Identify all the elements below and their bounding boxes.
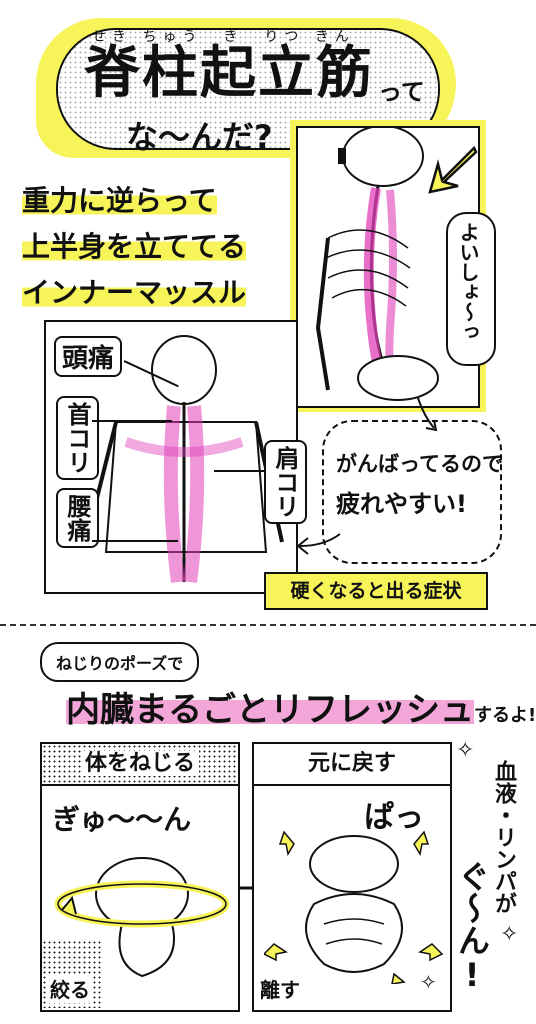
- arrow-down-left-icon: [428, 145, 478, 194]
- definition-line-3: インナーマッスル: [22, 276, 247, 309]
- fatigue-line-1: がんばってるので: [336, 452, 503, 476]
- definition-line-2: 上半身を立ててる: [22, 230, 247, 263]
- panel-left-header: 体をねじる: [42, 744, 238, 786]
- twist-body-illustration: [54, 857, 230, 978]
- symptom-waist-label: 腰痛: [56, 488, 99, 548]
- symptom-waist-text: 腰痛: [63, 494, 91, 542]
- title-furigana: せき ちゅう き りつ きん: [92, 29, 355, 45]
- line-shoulder: [214, 470, 264, 472]
- symptom-shoulder-label: 肩コリ: [264, 440, 307, 524]
- fatigue-line-2: 疲れやすい!: [336, 490, 467, 518]
- symptom-head-text: 頭痛: [62, 344, 115, 374]
- panel-right-sfx: ぱっ: [364, 800, 424, 835]
- lift-callout-bubble: [446, 212, 496, 366]
- fatigue-bubble: [322, 420, 502, 564]
- line-neck: [92, 420, 172, 422]
- twist-intro-bubble: ねじりのポーズで: [40, 642, 200, 682]
- arrow-to-skeleton-icon: [296, 533, 341, 555]
- definition-line-1: 重力に逆らって: [22, 184, 217, 217]
- twist-headline: 内臓まるごとリフレッシュするよ!: [66, 682, 536, 731]
- panel-right: 元に戻す ぱっ 離す: [252, 742, 452, 1012]
- title-suffix: って: [378, 78, 425, 106]
- panel-right-header: 元に戻す: [254, 744, 450, 786]
- back-skeleton-illustration: [84, 335, 284, 583]
- twist-headline-suffix: するよ!: [474, 705, 536, 726]
- panel-left-sfx: ぎゅ〜〜ん: [52, 803, 192, 836]
- symptom-shoulder-text: 肩コリ: [271, 446, 299, 518]
- side-note-line-1: 血液・リンパが: [491, 760, 516, 914]
- definition-text: 重力に逆らって 上半身を立ててる インナーマッスル: [22, 178, 247, 316]
- sparkle-icon: ✧: [420, 970, 437, 994]
- side-note-line-2: ぐ〜ん!: [453, 860, 491, 994]
- panel-left-footer: 絞る: [48, 974, 92, 1003]
- symptom-neck-text: 首コリ: [63, 402, 91, 474]
- section-divider: [0, 624, 536, 626]
- sparkle-icon: ✧: [500, 922, 519, 947]
- title-line2: な〜んだ?: [126, 118, 273, 156]
- symptoms-tag-text: 硬くなると出る症状: [290, 580, 462, 602]
- twist-headline-text: 内臓まるごとリフレッシュ: [66, 690, 474, 730]
- page-title: 脊柱起立筋: [84, 41, 374, 106]
- symptoms-tag: 硬くなると出る症状: [264, 572, 488, 610]
- skeleton-side-illustration: [315, 125, 439, 401]
- lift-callout-text: よいしょ〜っ: [456, 222, 480, 342]
- organs-illustration: [264, 830, 444, 984]
- panel-left: 体をねじる ぎゅ〜〜ん 絞る: [40, 742, 240, 1012]
- twist-intro-text: ねじりのポーズで: [56, 654, 184, 673]
- sparkle-icon: ✧: [456, 738, 475, 763]
- fatigue-text: がんばってるので 疲れやすい!: [336, 444, 503, 524]
- symptom-head-label: 頭痛: [54, 336, 123, 377]
- line-waist: [92, 540, 178, 542]
- panel-right-footer: 離す: [260, 978, 300, 1002]
- symptom-neck-label: 首コリ: [56, 396, 99, 480]
- arrow-to-fatigue-icon: [417, 397, 438, 432]
